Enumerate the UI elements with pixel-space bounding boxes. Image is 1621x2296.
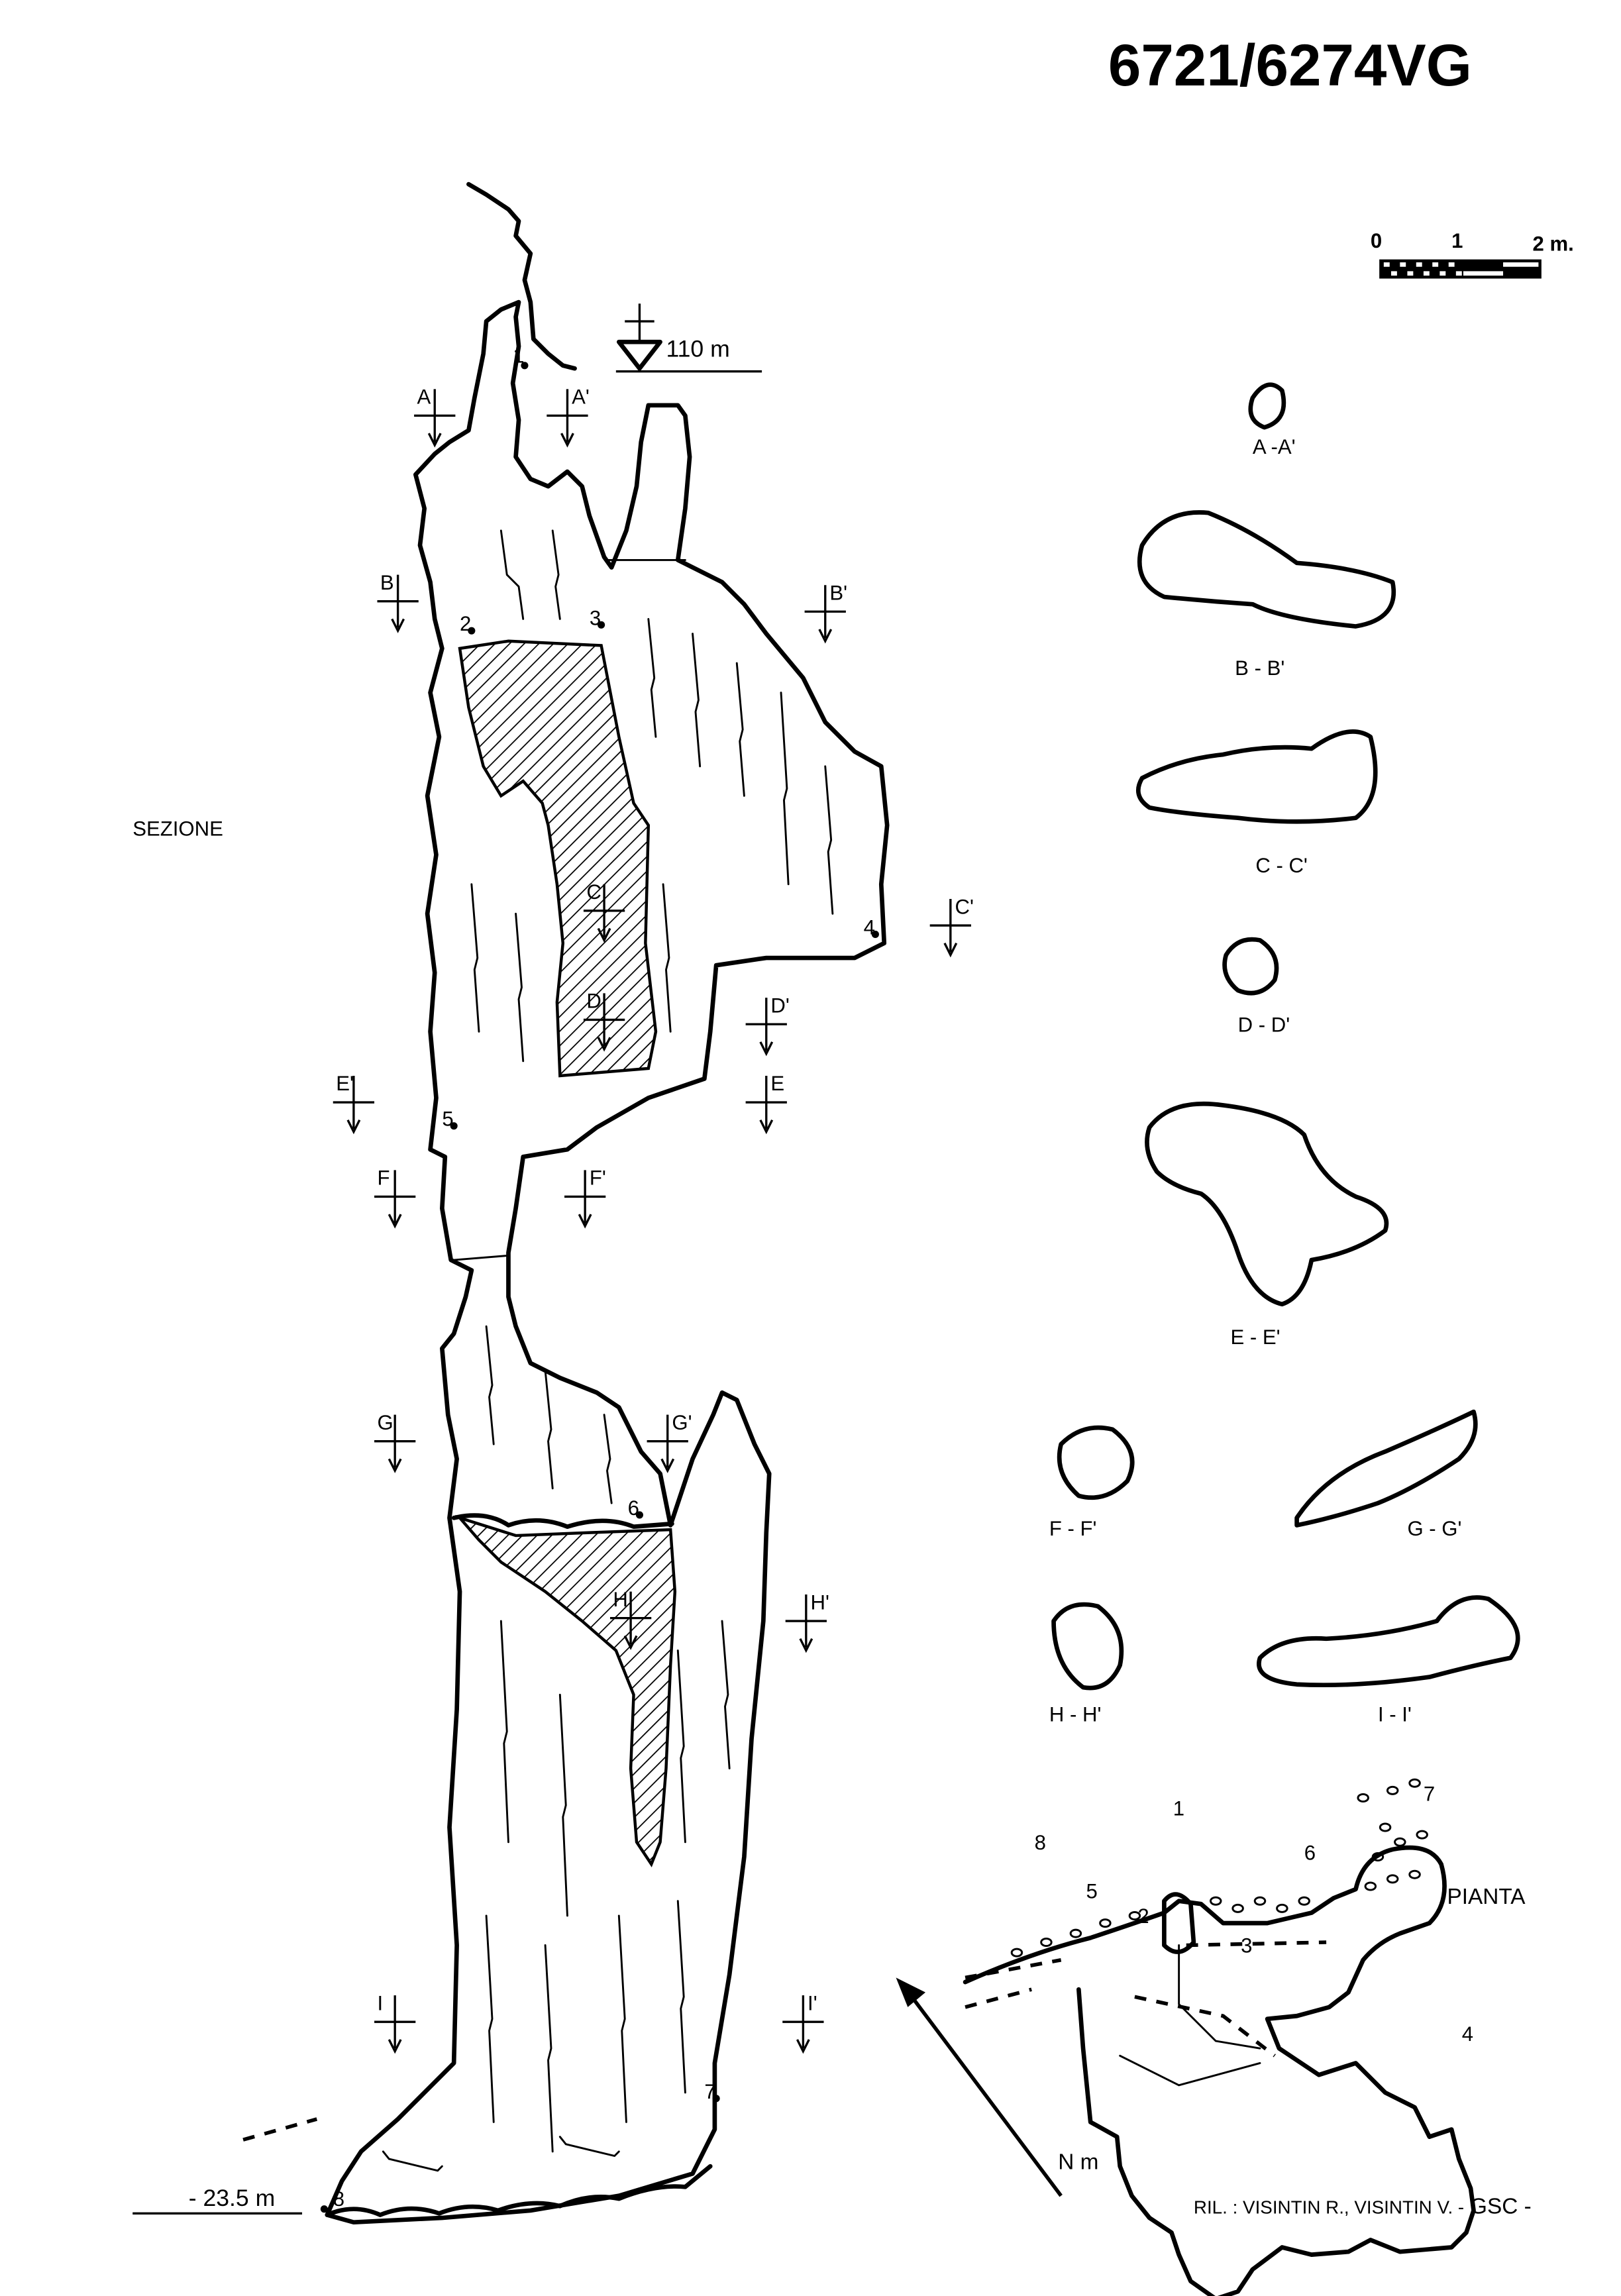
section-station-1: 1 [513, 344, 524, 367]
section-cut-marker: D [583, 990, 625, 1052]
section-cut-marker: A [414, 386, 456, 448]
plan-label: PIANTA [1447, 1885, 1526, 1909]
plan-view: N m PIANTA 1 2 3 4 5 6 7 8 [896, 1778, 1526, 2296]
plan-station-6: 6 [1304, 1841, 1316, 1864]
section-marker-label: E [770, 1072, 784, 1095]
section-cut-marker: E [745, 1072, 787, 1135]
section-cut-marker: G' [647, 1411, 692, 1473]
scale-tick-0: 0 [1371, 229, 1382, 252]
section-marker-label: C [586, 880, 601, 904]
section-label: SEZIONE [132, 817, 223, 840]
hatched-fill-upper [458, 639, 658, 1078]
cross-section-label: I - I' [1378, 1702, 1412, 1726]
cross-section-label: F - F' [1049, 1517, 1097, 1540]
plan-station-8: 8 [1035, 1831, 1046, 1854]
section-cut-marker: C' [929, 895, 974, 958]
section-cut-marker: I' [782, 1991, 824, 2054]
survey-title: 6721/6274VG [1108, 32, 1472, 98]
cross-section-label: A -A' [1253, 435, 1296, 458]
cross-section-label: B - B' [1235, 656, 1284, 680]
section-marker-label: H' [811, 1591, 829, 1614]
scale-bar: 0 1 2 m. [1371, 229, 1574, 279]
plan-station-2: 2 [1137, 1905, 1149, 1928]
section-cut-marker: B' [804, 581, 847, 644]
section-marker-label: D [586, 990, 601, 1013]
section-station-8: 8 [333, 2187, 344, 2211]
entrance-elevation-label: 110 m [666, 335, 729, 362]
section-marker-label: F' [590, 1167, 606, 1190]
section-cut-marker: D' [745, 994, 790, 1057]
section-cut-marker: G [374, 1411, 416, 1473]
section-marker-label: B [380, 571, 394, 594]
north-label: N m [1058, 2150, 1098, 2175]
cross-section-label: H - H' [1049, 1702, 1102, 1726]
section-marker-label: B' [829, 581, 847, 604]
section-marker-label: A' [572, 386, 590, 409]
section-marker-label: E' [336, 1072, 354, 1095]
scale-tick-1: 1 [1451, 229, 1463, 252]
section-cut-marker: E' [333, 1072, 375, 1135]
cross-sections: A -A' B - B' C - C' D - D' E - E' F - F' G - G… [1049, 382, 1520, 1726]
plan-station-1: 1 [1173, 1797, 1184, 1820]
hatched-fill-lower [455, 1514, 677, 1867]
plan-station-5: 5 [1086, 1879, 1097, 1903]
section-cut-marker: I [374, 1991, 416, 2054]
section-marker-label: D' [770, 994, 789, 1017]
section-cut-marker: C [583, 880, 625, 943]
section-marker-label: A [417, 386, 431, 409]
section-marker-label: I [377, 1991, 383, 2014]
plan-station-3: 3 [1241, 1934, 1252, 1957]
section-cut-marker: H [609, 1588, 652, 1650]
section-marker-label: I' [808, 1991, 817, 2014]
cross-section-label: E - E' [1230, 1326, 1280, 1349]
section-cut-marker: A' [547, 386, 590, 448]
scale-tick-2: 2 m. [1533, 232, 1574, 255]
section-cut-marker: F [374, 1167, 416, 1229]
section-marker-label: G [377, 1411, 393, 1434]
plan-station-7: 7 [1424, 1782, 1435, 1805]
section-cut-marker: B [377, 571, 419, 633]
section-marker-label: H [613, 1588, 627, 1611]
cross-section-label: C - C' [1255, 854, 1308, 877]
plan-station-4: 4 [1462, 2022, 1473, 2046]
section-marker-label: G' [672, 1411, 692, 1434]
section-marker-label: C' [955, 895, 974, 918]
credit-surveyors: RIL. : VISINTIN R., VISINTIN V. -GSC - [1194, 2194, 1532, 2218]
section-cut-marker: F' [564, 1167, 606, 1229]
cross-section-label: D - D' [1238, 1013, 1290, 1036]
cross-section-label: G - G' [1407, 1517, 1461, 1540]
section-marker-label: F [377, 1167, 390, 1190]
section-cut-marker: H' [785, 1591, 829, 1653]
bottom-depth-label: - 23.5 m [189, 2185, 276, 2211]
